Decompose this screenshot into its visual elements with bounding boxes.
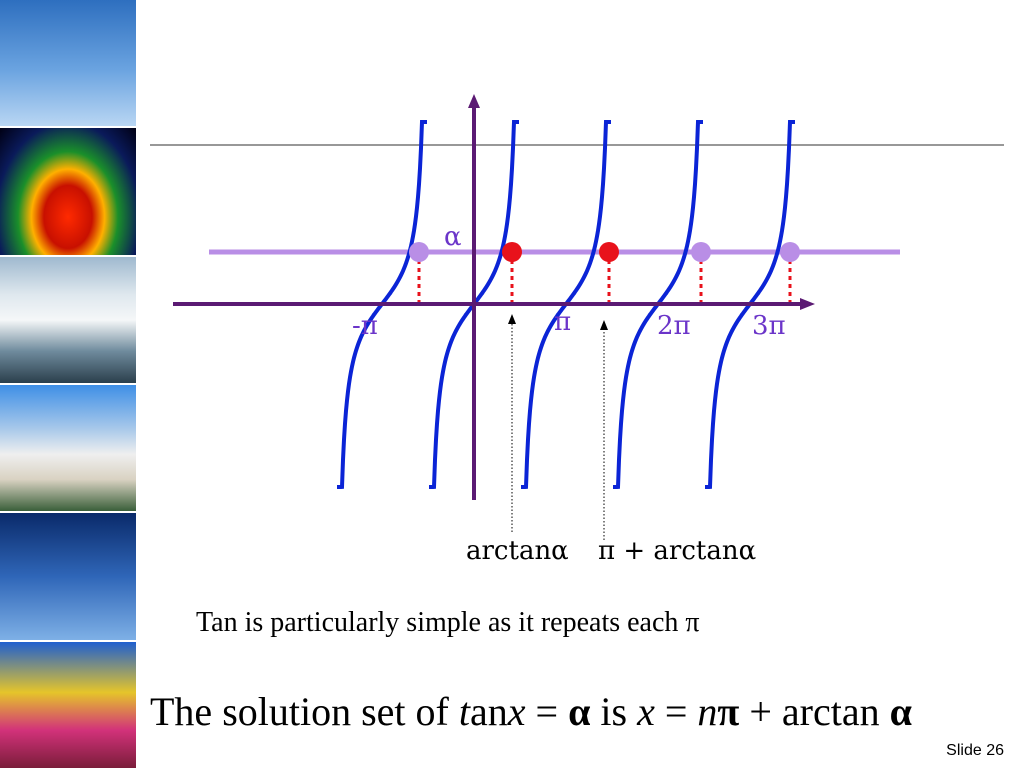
- solution-point-1: [502, 242, 522, 262]
- x-label-3pi: 3π: [752, 311, 786, 341]
- roller-coaster-image: [0, 641, 136, 768]
- waterfall-image: [0, 256, 136, 385]
- formula-x2: x: [637, 689, 655, 734]
- pointer-arrows: [508, 314, 608, 540]
- x-label-2pi: 2π: [657, 311, 691, 341]
- arctan-pointer-head: [508, 314, 516, 324]
- formula-eq2: =: [654, 689, 698, 734]
- pi-plus-arctan-alpha-label: π + arctanα: [598, 536, 757, 566]
- arctan-alpha-label: arctanα: [466, 536, 569, 566]
- slide-number: Slide 26: [946, 742, 1004, 759]
- x-label-pi: π: [554, 307, 572, 337]
- formula-prefix: The solution set of: [150, 689, 459, 734]
- alpha-label: α: [444, 222, 462, 252]
- intersection-points: [409, 242, 800, 262]
- formula-alpha2: α: [889, 689, 912, 734]
- formula-is: is: [590, 689, 638, 734]
- sidebar-image-strip: [0, 0, 136, 768]
- aircraft-image: [0, 0, 136, 129]
- hubble-telescope-image: [0, 513, 136, 642]
- formula-alpha: α: [568, 689, 591, 734]
- formula-eq: =: [525, 689, 569, 734]
- pi-arctan-pointer-head: [600, 320, 608, 330]
- jet-exhaust-image: [0, 128, 136, 257]
- formula-t: t: [458, 689, 470, 734]
- formula-pi: π: [717, 689, 740, 734]
- formula-plus-arctan: + arctan: [739, 689, 890, 734]
- solution-formula: The solution set of tanx = α is x = nπ +…: [150, 688, 912, 735]
- intersection-point-3: [691, 242, 711, 262]
- x-label-neg-pi: -π: [352, 311, 378, 341]
- y-axis-arrowhead: [468, 94, 480, 108]
- caption-text: Tan is particularly simple as it repeats…: [196, 607, 700, 638]
- intersection-point-0: [409, 242, 429, 262]
- formula-an: an: [469, 689, 508, 734]
- formula-x: x: [507, 689, 526, 734]
- intersection-point-4: [780, 242, 800, 262]
- solution-point-2: [599, 242, 619, 262]
- formula-n: n: [697, 689, 718, 734]
- x-axis-arrowhead: [800, 298, 815, 310]
- shuttle-launch-image: [0, 384, 136, 514]
